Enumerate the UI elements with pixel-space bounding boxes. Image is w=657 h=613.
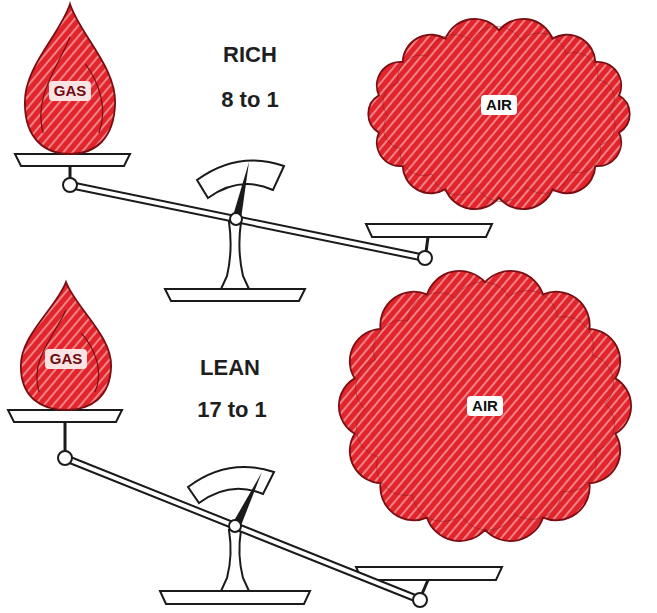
scale-pillar [221,222,249,289]
flame-shape [25,4,115,154]
cloud-sketch [356,282,615,530]
scale-needle [232,162,249,219]
cloud-shape [368,19,629,209]
scale-pivot [230,213,242,225]
pan-stem [64,422,67,452]
gas-flame: GAS [22,4,118,154]
air-cloud: AIR [345,4,653,224]
scale-pillar [221,530,249,591]
scale-base [160,591,310,604]
beam-ring [413,593,427,607]
ratio-label: 17 to 1 [197,397,267,423]
scale-beam-face [70,185,425,258]
scale-base [165,289,305,301]
flame-swirl [37,310,99,392]
ratio-label: 8 to 1 [221,87,278,113]
node-label: GAS [49,81,92,101]
beam-ring [63,178,77,192]
pan-stem [422,580,428,594]
gas-flame: GAS [18,282,114,410]
scale-dial [188,467,274,503]
mixture-label: RICH [223,42,277,68]
gas-pan [15,154,130,166]
flame-shape [21,282,111,410]
node-label: AIR [481,95,517,115]
scale-beam [70,185,425,258]
beam-ring [58,451,72,465]
flame-outline [22,4,118,154]
pan-stem [426,237,428,252]
mixture-label: LEAN [200,355,260,381]
cloud-shape [339,271,631,541]
gas-pan [8,410,122,422]
cloud-sketch [383,27,615,202]
node-label: GAS [45,349,88,369]
node-label: AIR [467,396,503,416]
air-pan [356,567,502,580]
scale-pivot [229,520,241,532]
air-cloud: AIR [318,243,652,569]
air-pan [366,224,492,237]
flame-outline [18,282,114,410]
flame-swirl [41,37,103,133]
beam-ring [418,251,432,265]
